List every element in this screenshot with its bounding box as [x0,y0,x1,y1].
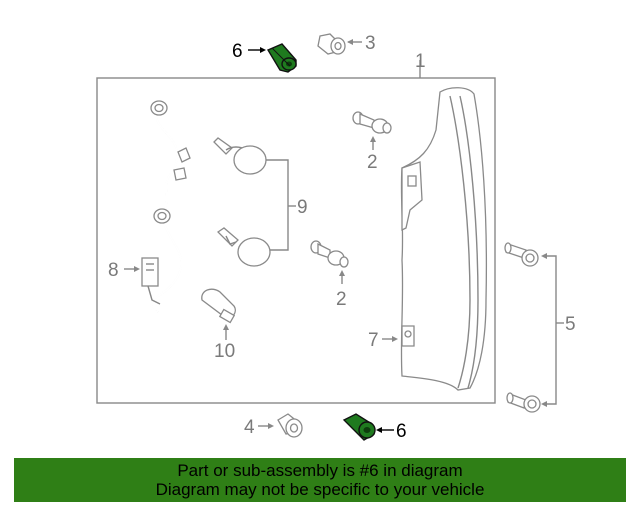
info-banner: Part or sub-assembly is #6 in diagram Di… [14,458,626,502]
callout-9: 9 [297,197,308,218]
callout-10: 10 [214,341,235,362]
banner-line-1: Part or sub-assembly is #6 in diagram [177,461,463,480]
callout-4: 4 [244,417,255,438]
callout-2-upper: 2 [367,152,378,173]
callout-2-lower: 2 [336,289,347,310]
callout-6-top: 6 [232,41,243,62]
bulb-wedge[interactable] [201,288,236,324]
banner-line-2: Diagram may not be specific to your vehi… [155,480,485,499]
part-3-grommet[interactable] [317,33,346,55]
callout-8: 8 [108,260,119,281]
wiring-harness[interactable] [141,100,191,313]
bulb-upper[interactable] [213,137,267,175]
callout-5: 5 [565,314,576,335]
parts-diagram: 1 6 3 8 [96,33,576,442]
bulb-lower[interactable] [216,227,271,267]
bolt-5-upper[interactable] [504,242,539,267]
part-6-top-clip[interactable] [266,43,297,73]
assembly-box [96,77,496,404]
screw-2-lower[interactable] [310,240,349,268]
callout-6-bottom: 6 [396,421,407,442]
screw-2-upper[interactable] [352,111,392,134]
part-6-bottom-clip[interactable] [342,413,376,441]
callout-3: 3 [365,33,376,54]
tail-lamp-housing[interactable] [400,87,488,391]
bolt-5-lower[interactable] [506,392,541,413]
part-4-grommet[interactable] [277,413,303,438]
callout-7: 7 [368,330,379,351]
callout-1: 1 [415,51,426,72]
